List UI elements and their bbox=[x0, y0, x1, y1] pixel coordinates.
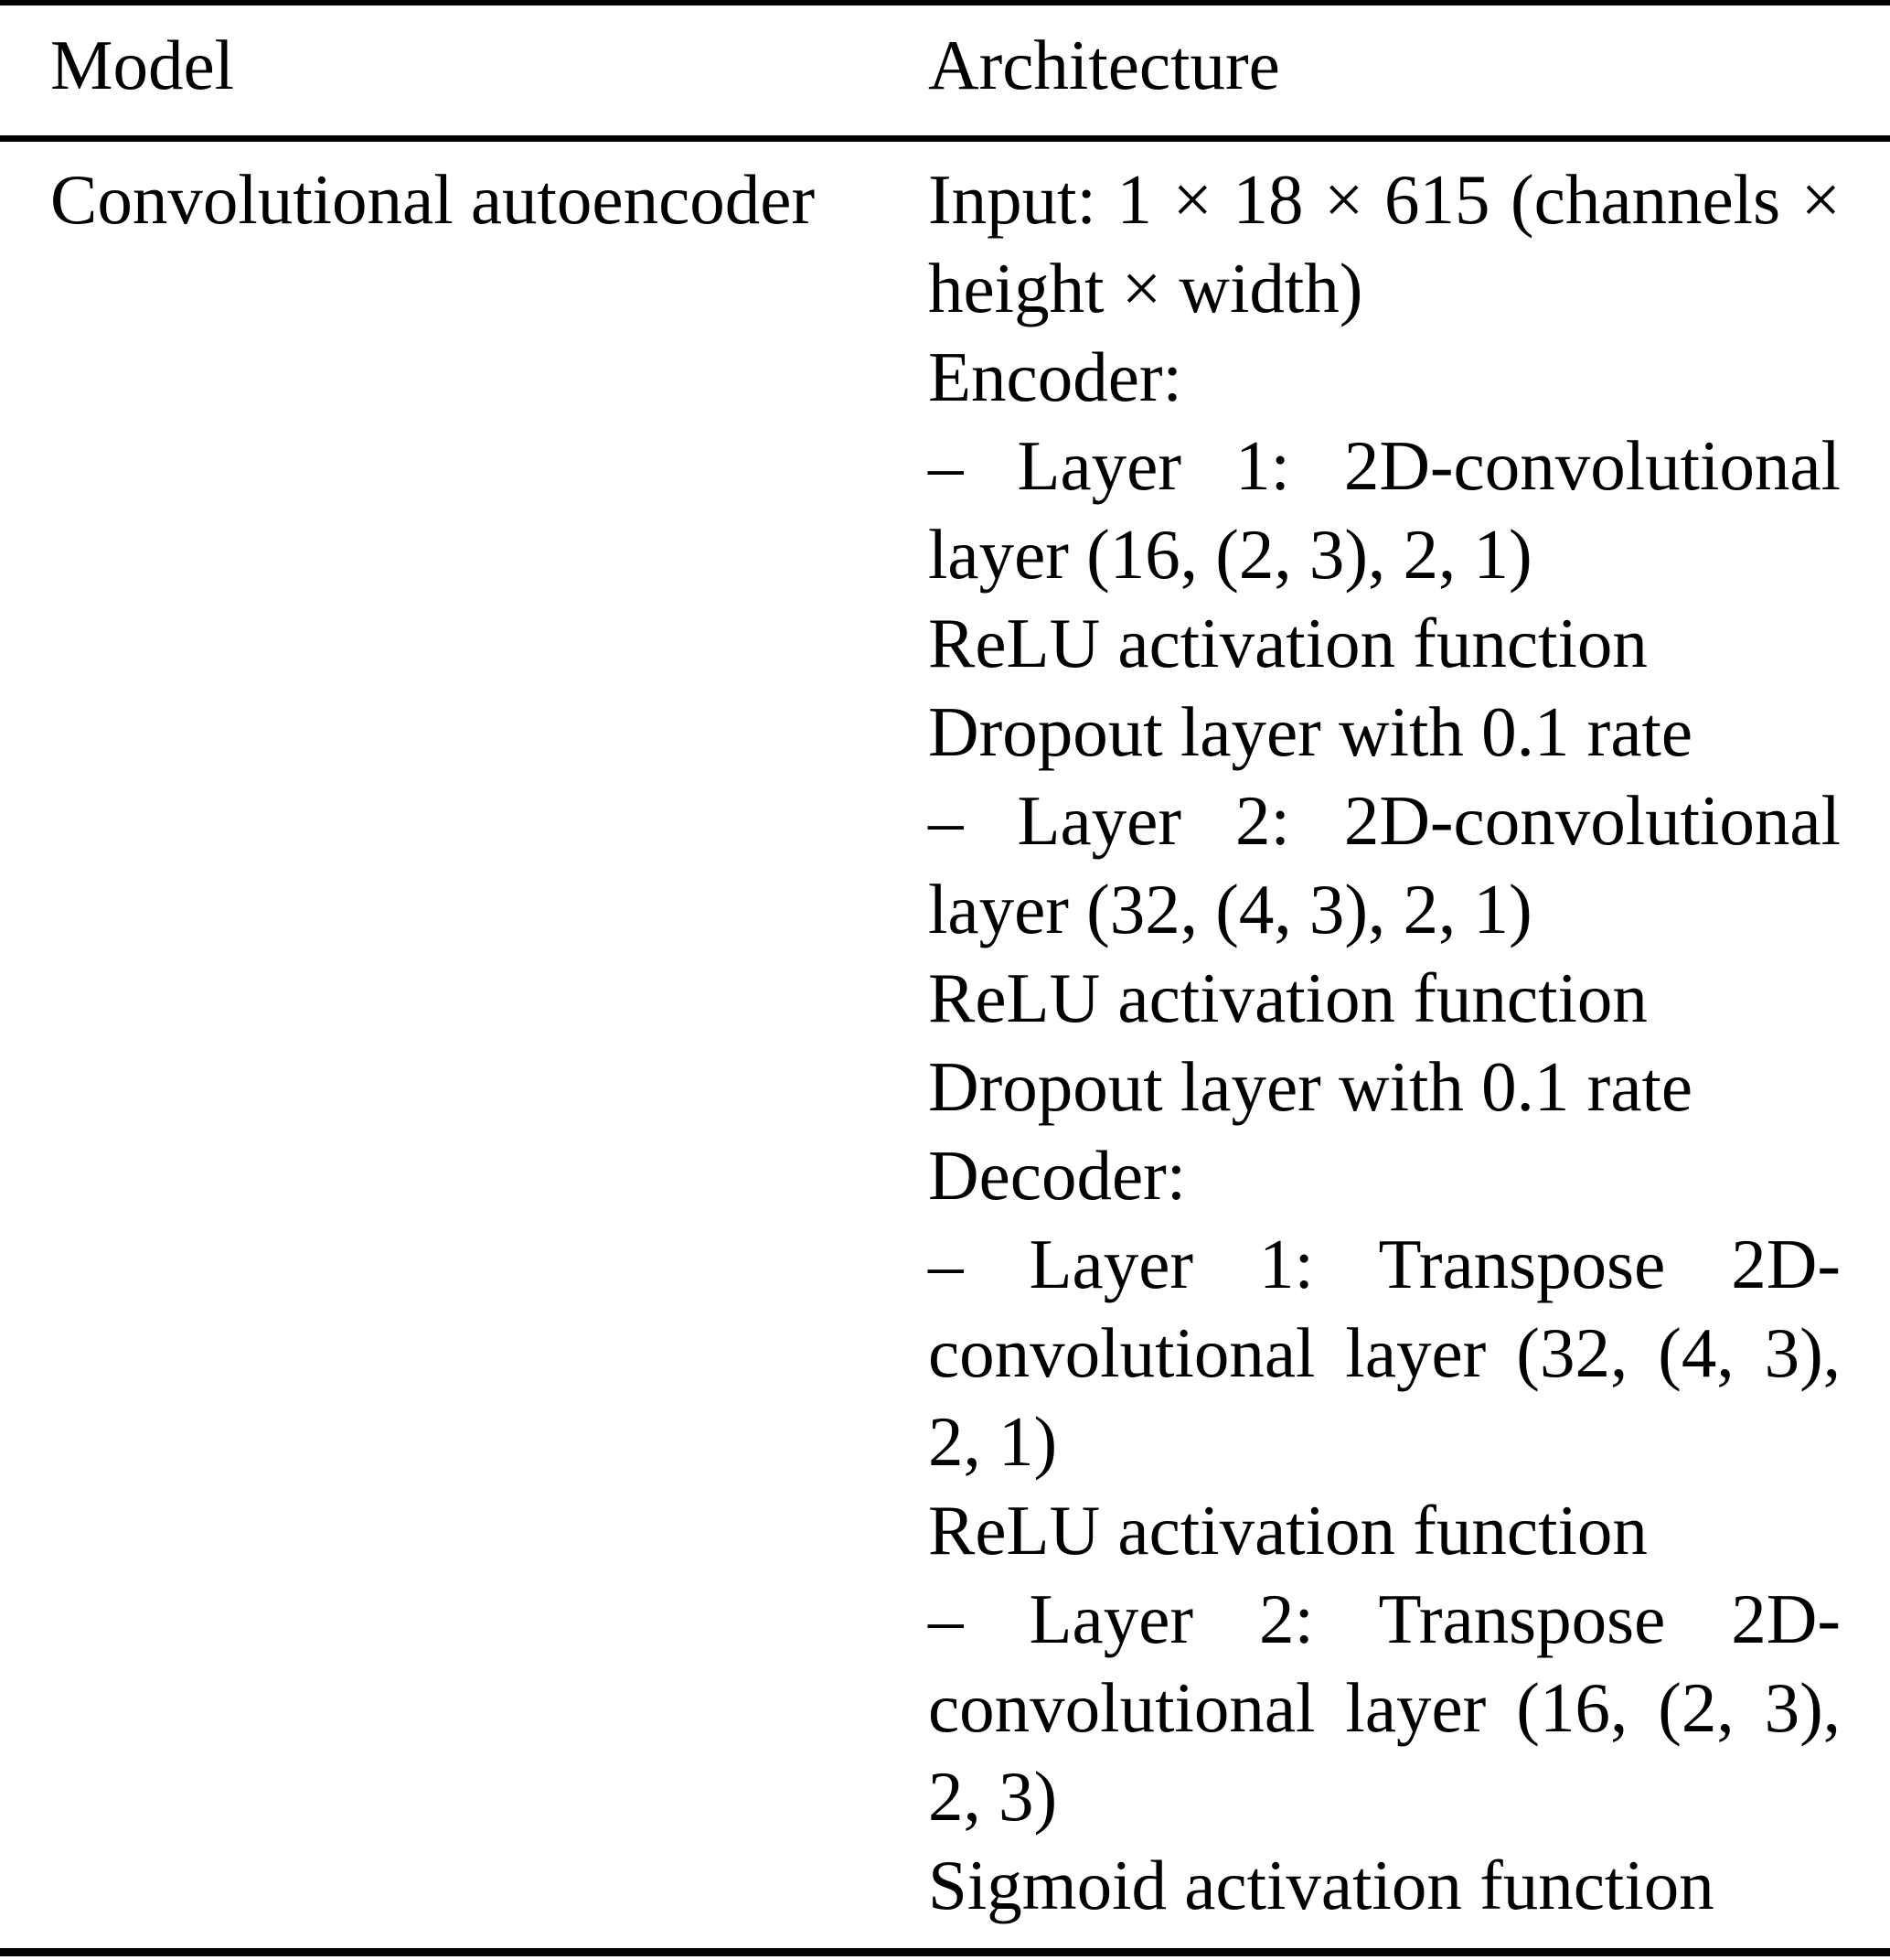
architecture-line: height × width) bbox=[928, 249, 1363, 327]
column-header-model: Model bbox=[50, 26, 235, 104]
architecture-line: Decoder: bbox=[928, 1136, 1187, 1215]
architecture-cell: Input: 1 × 18 × 615 (channels × height × … bbox=[928, 155, 1841, 1930]
column-header-architecture: Architecture bbox=[928, 26, 1280, 104]
architecture-line: layer (16, (2, 3), 2, 1) bbox=[928, 515, 1532, 594]
architecture-line: Dropout layer with 0.1 rate bbox=[928, 1047, 1693, 1126]
architecture-line: 2, 3) bbox=[928, 1757, 1058, 1836]
architecture-line: convolutional layer (16, (2, 3), bbox=[928, 1668, 1841, 1747]
architecture-line: Encoder: bbox=[928, 337, 1182, 416]
architecture-line: ReLU activation function bbox=[928, 959, 1648, 1037]
model-cell: Convolutional autoencoder bbox=[50, 160, 816, 239]
architecture-line: Dropout layer with 0.1 rate bbox=[928, 692, 1693, 771]
architecture-line: – Layer 1: 2D-convolutional bbox=[928, 426, 1841, 505]
architecture-line: – Layer 1: Transpose 2D- bbox=[928, 1225, 1841, 1303]
architecture-line: Sigmoid activation function bbox=[928, 1846, 1714, 1924]
architecture-line: ReLU activation function bbox=[928, 604, 1648, 682]
table-top-rule bbox=[0, 0, 1890, 5]
architecture-line: Input: 1 × 18 × 615 (channels × bbox=[928, 160, 1841, 239]
table-mid-rule bbox=[0, 135, 1890, 142]
table-bottom-rule bbox=[0, 1948, 1890, 1956]
architecture-line: – Layer 2: 2D-convolutional bbox=[928, 781, 1841, 860]
architecture-line: 2, 1) bbox=[928, 1402, 1058, 1481]
architecture-line: – Layer 2: Transpose 2D- bbox=[928, 1580, 1841, 1658]
architecture-line: ReLU activation function bbox=[928, 1491, 1648, 1569]
architecture-line: convolutional layer (32, (4, 3), bbox=[928, 1313, 1841, 1392]
architecture-line: layer (32, (4, 3), 2, 1) bbox=[928, 870, 1532, 948]
